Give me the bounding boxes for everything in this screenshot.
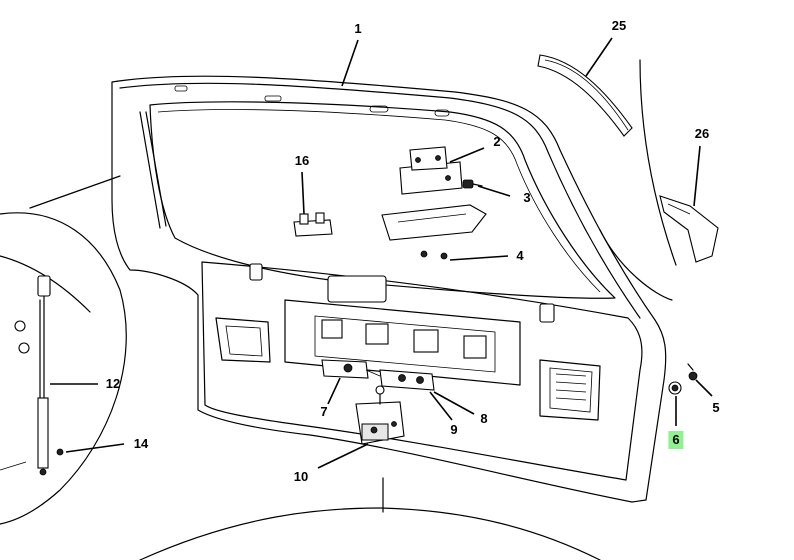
recess-window: [365, 323, 389, 345]
bumper-part-6: [668, 381, 682, 395]
callout-3: 3: [523, 190, 531, 205]
license-plate-recess: [284, 299, 521, 386]
callout-8: 8: [480, 411, 488, 426]
lock-assembly: [321, 359, 435, 391]
weatherstrip-part-25: [537, 54, 633, 137]
strut-top-mount: [37, 275, 51, 297]
callout-25: 25: [611, 18, 627, 33]
callout-1: 1: [354, 21, 362, 36]
bolt-part: [462, 179, 483, 189]
bottom-detail-circle: [139, 477, 601, 560]
latch-part-10: [355, 385, 405, 445]
panel-pocket: [327, 275, 387, 303]
recess-window: [321, 319, 343, 339]
callout-5: 5: [712, 400, 720, 415]
panel-clip: [249, 263, 263, 281]
callout-14: 14: [133, 436, 149, 451]
callout-4: 4: [516, 248, 524, 263]
liftgate-panel: [111, 75, 667, 503]
clip-part-16: [293, 212, 333, 237]
recess-window: [463, 335, 487, 359]
callout-9: 9: [450, 422, 458, 437]
gate-strut: [139, 111, 167, 229]
detail-view-strut: [0, 175, 127, 525]
detail-view-26: [599, 59, 719, 301]
gas-strut-part-12: [37, 397, 49, 469]
center-bracket: [381, 204, 487, 260]
callout-7: 7: [320, 404, 328, 419]
bumper-part-5: [687, 363, 698, 381]
hinge-part: [399, 146, 463, 195]
callout-16: 16: [294, 153, 310, 168]
callout-2: 2: [493, 134, 501, 149]
clip-part-14: [56, 448, 64, 456]
callout-6: 6: [668, 431, 684, 449]
side-pockets: [215, 317, 601, 421]
callout-12: 12: [105, 376, 121, 391]
panel-clip: [539, 303, 555, 323]
leader-lines: [50, 37, 713, 469]
callout-10: 10: [293, 469, 309, 484]
callout-26: 26: [694, 126, 710, 141]
recess-window: [413, 329, 439, 353]
